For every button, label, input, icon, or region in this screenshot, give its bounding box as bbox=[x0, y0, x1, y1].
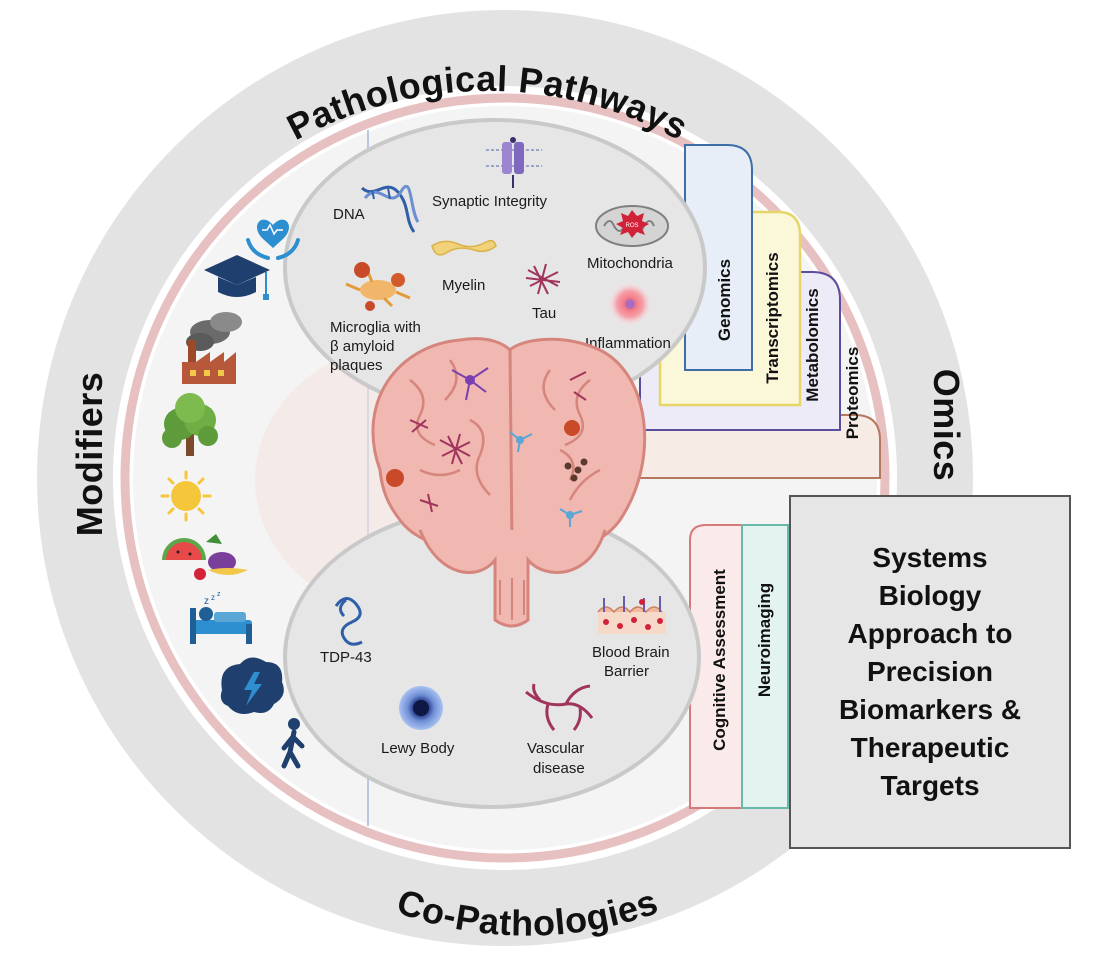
heart-care-icon bbox=[246, 219, 300, 260]
tdp43-icon bbox=[334, 597, 363, 646]
metabolomics-label: Metabolomics bbox=[803, 288, 822, 401]
assessment-bands bbox=[689, 524, 789, 809]
microglia-icon bbox=[345, 262, 411, 311]
svg-text:z: z bbox=[204, 596, 209, 607]
fruits-vegetables-icon bbox=[162, 534, 248, 580]
sun-icon bbox=[160, 470, 212, 522]
inflammation-icon bbox=[608, 282, 652, 326]
systems-box-line4: Precision bbox=[866, 656, 994, 687]
tree-icon bbox=[162, 393, 218, 456]
mitochondria-icon: ROS bbox=[595, 205, 669, 247]
brain-stress-icon bbox=[220, 657, 284, 714]
svg-text:z: z bbox=[217, 591, 221, 598]
neuroimaging-label: Neuroimaging bbox=[755, 583, 774, 697]
microglia-label-line2: β amyloid bbox=[330, 338, 394, 355]
systems-box-line2: Biology bbox=[878, 580, 982, 611]
bbb-label-line2: Barrier bbox=[604, 663, 649, 680]
myelin-icon bbox=[431, 239, 497, 256]
brain-illustration bbox=[371, 337, 647, 628]
systems-biology-box: Systems Biology Approach to Precision Bi… bbox=[789, 495, 1071, 849]
systems-box-line6: Therapeutic bbox=[850, 732, 1010, 763]
tdp43-label: TDP-43 bbox=[320, 649, 372, 666]
lewy-body-icon bbox=[399, 686, 443, 730]
systems-box-line5: Biomarkers & bbox=[838, 694, 1022, 725]
sleep-bed-icon: z z z bbox=[190, 591, 252, 644]
ros-label: ROS bbox=[625, 223, 638, 229]
synaptic-integrity-label: Synaptic Integrity bbox=[432, 193, 548, 210]
omics-label: Omics bbox=[926, 369, 967, 482]
mitochondria-label: Mitochondria bbox=[587, 255, 674, 272]
graduation-cap-icon bbox=[204, 255, 270, 300]
svg-text:z: z bbox=[211, 593, 215, 602]
transcriptomics-label: Transcriptomics bbox=[763, 252, 782, 383]
cognitive-band bbox=[689, 524, 743, 809]
factory-pollution-icon bbox=[182, 312, 242, 384]
myelin-label: Myelin bbox=[442, 277, 485, 294]
microglia-label-line3: plaques bbox=[330, 357, 383, 374]
synaptic-channel-icon bbox=[486, 137, 542, 188]
vascular-label-line2: disease bbox=[533, 760, 585, 777]
microglia-label-line1: Microglia with bbox=[330, 319, 421, 336]
dna-icon bbox=[360, 185, 420, 233]
walking-person-icon bbox=[281, 718, 305, 769]
blood-brain-barrier-icon bbox=[597, 596, 666, 634]
modifiers-label: Modifiers bbox=[69, 372, 110, 537]
genomics-band bbox=[684, 144, 753, 371]
cognitive-assessment-label: Cognitive Assessment bbox=[710, 569, 729, 751]
systems-box-line1: Systems bbox=[872, 542, 988, 573]
vascular-icon bbox=[525, 683, 594, 731]
vascular-label-line1: Vascular bbox=[527, 740, 584, 757]
bbb-label-line1: Blood Brain bbox=[592, 644, 670, 661]
proteomics-label: Proteomics bbox=[843, 347, 862, 440]
lewy-body-label: Lewy Body bbox=[381, 740, 455, 757]
tau-icon bbox=[525, 263, 561, 295]
neuroimaging-band bbox=[741, 524, 789, 809]
tau-label: Tau bbox=[532, 305, 556, 322]
pink-ring bbox=[120, 93, 890, 863]
dna-label: DNA bbox=[333, 206, 365, 223]
inflammation-label: Inflammation bbox=[585, 335, 671, 352]
systems-box-line7: Targets bbox=[880, 770, 980, 801]
genomics-label: Genomics bbox=[715, 259, 734, 341]
systems-box-line3: Approach to bbox=[847, 618, 1013, 649]
